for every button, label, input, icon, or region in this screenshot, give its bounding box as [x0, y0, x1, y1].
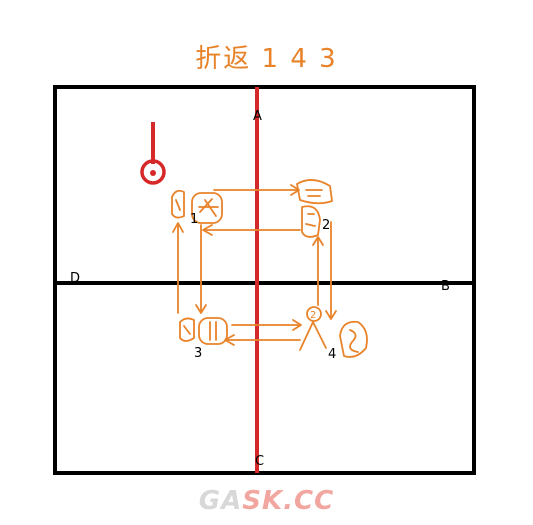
- orange-movement-path: [172, 184, 337, 346]
- compass-bottom-label: C: [255, 454, 264, 469]
- compass-left-label: D: [70, 271, 80, 286]
- arena-border: [53, 85, 476, 475]
- doodle-glyphs: [171, 179, 368, 358]
- red-pin-icon: [140, 122, 166, 185]
- watermark-part-2: SK.CC: [242, 486, 335, 516]
- point-label-1: 1: [190, 212, 198, 227]
- compass-right-label: B: [441, 279, 450, 294]
- marker-circle-label: 2: [310, 310, 316, 321]
- watermark-part-1: GA: [198, 486, 243, 516]
- watermark: GASK.CC: [0, 486, 533, 516]
- diagram-title: 折返 1 4 3: [195, 44, 338, 74]
- point-label-3: 3: [194, 346, 202, 361]
- point-label-4: 4: [328, 347, 336, 362]
- point-label-2: 2: [322, 218, 330, 233]
- compass-top-label: A: [253, 109, 262, 124]
